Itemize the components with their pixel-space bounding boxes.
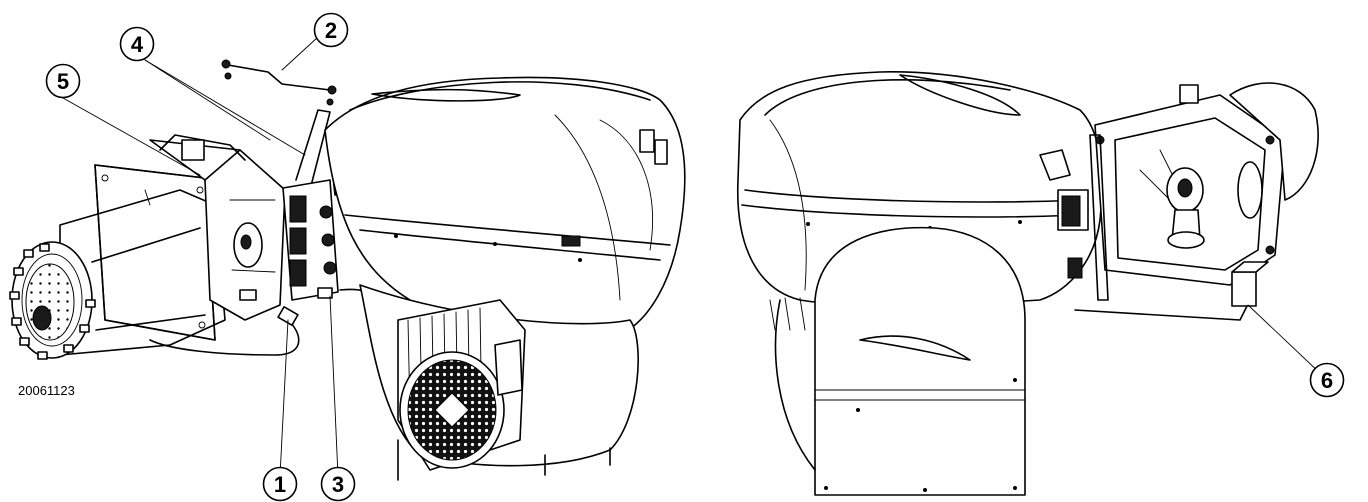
pipe-item-2 (221, 59, 337, 106)
leader-lines (62, 36, 1323, 477)
callout-4: 4 (119, 26, 155, 62)
callout-6: 6 (1309, 362, 1345, 398)
mounting-flange (94, 164, 216, 341)
drawing-code: 20061123 (18, 383, 75, 398)
air-casing (769, 226, 1026, 496)
callout-3-label: 3 (332, 472, 344, 497)
callout-2: 2 (313, 12, 349, 48)
hose-right (1074, 299, 1251, 321)
callout-5-label: 5 (57, 69, 69, 94)
callout-4-label: 4 (131, 32, 144, 57)
callout-2-label: 2 (325, 18, 337, 43)
head-housing-right (1057, 82, 1319, 301)
callout-3: 3 (320, 466, 356, 502)
fuel-hose (149, 317, 300, 356)
fan-cover (324, 76, 686, 343)
callout-5: 5 (45, 63, 81, 99)
callout-1: 1 (262, 466, 298, 502)
bracket-item-6 (1231, 271, 1257, 307)
callout-6-label: 6 (1321, 368, 1333, 393)
right-burner-view (736, 71, 1319, 496)
hose-fitting-3 (317, 287, 333, 299)
head-housing (149, 134, 286, 321)
callout-1-label: 1 (274, 472, 286, 497)
blast-tube (9, 189, 226, 360)
hose-fitting-1 (277, 306, 299, 326)
left-burner-view: 20061123 (9, 59, 686, 481)
fan-motor (397, 299, 526, 471)
